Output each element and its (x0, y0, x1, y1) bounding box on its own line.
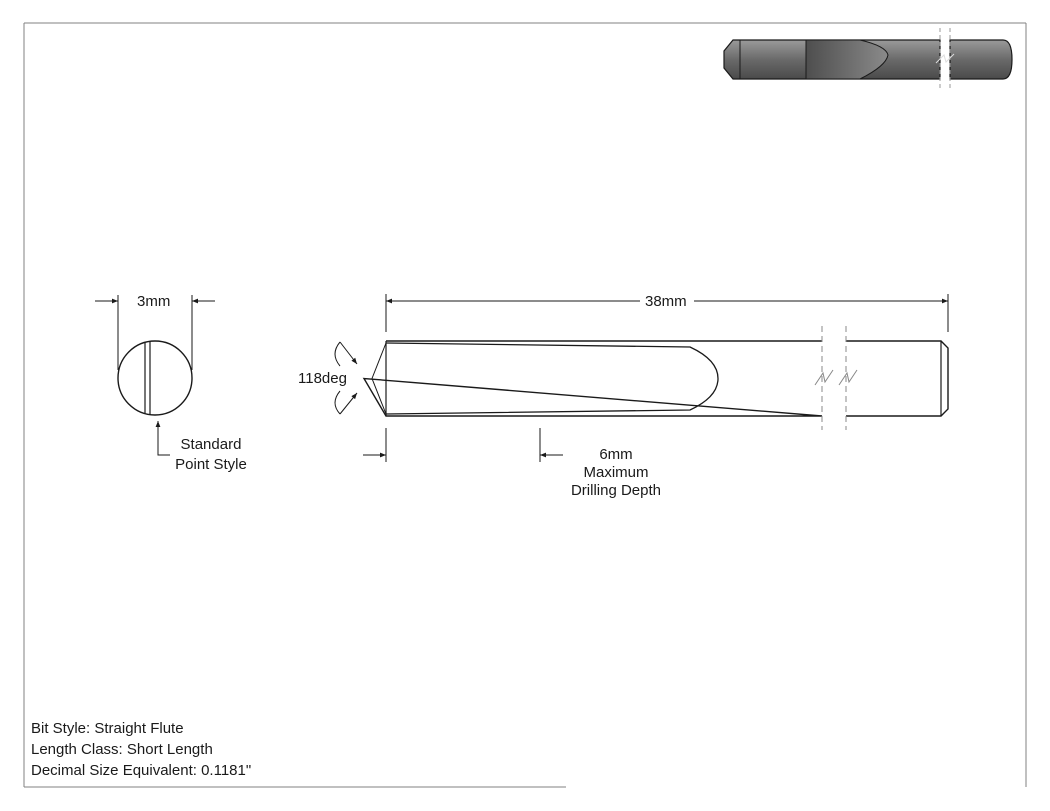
point-style-label-line1: Standard (180, 436, 242, 453)
sheet-border (23, 22, 1027, 788)
spec-decimal-size: Decimal Size Equivalent: 0.1181" (31, 762, 252, 779)
overall-length-dimension (385, 294, 949, 332)
bit-3d-preview (723, 28, 1013, 90)
spec-bit-style: Bit Style: Straight Flute (31, 720, 184, 737)
point-style-leader (155, 421, 170, 456)
point-angle-dimension (334, 341, 358, 415)
overall-length-label: 38mm (645, 293, 687, 310)
drilling-depth-dimension (363, 428, 563, 462)
diameter-label: 3mm (137, 293, 171, 310)
spec-length-class: Length Class: Short Length (31, 741, 213, 758)
bit-side-view (362, 326, 949, 430)
diameter-dimension (95, 295, 215, 370)
bit-end-view (117, 340, 193, 416)
drilling-depth-value: 6mm (599, 446, 633, 463)
drilling-depth-label-line1: Maximum (583, 464, 649, 481)
point-angle-label: 118deg (298, 370, 347, 387)
point-style-label-line2: Point Style (175, 456, 247, 473)
drilling-depth-label-line2: Drilling Depth (570, 482, 662, 499)
